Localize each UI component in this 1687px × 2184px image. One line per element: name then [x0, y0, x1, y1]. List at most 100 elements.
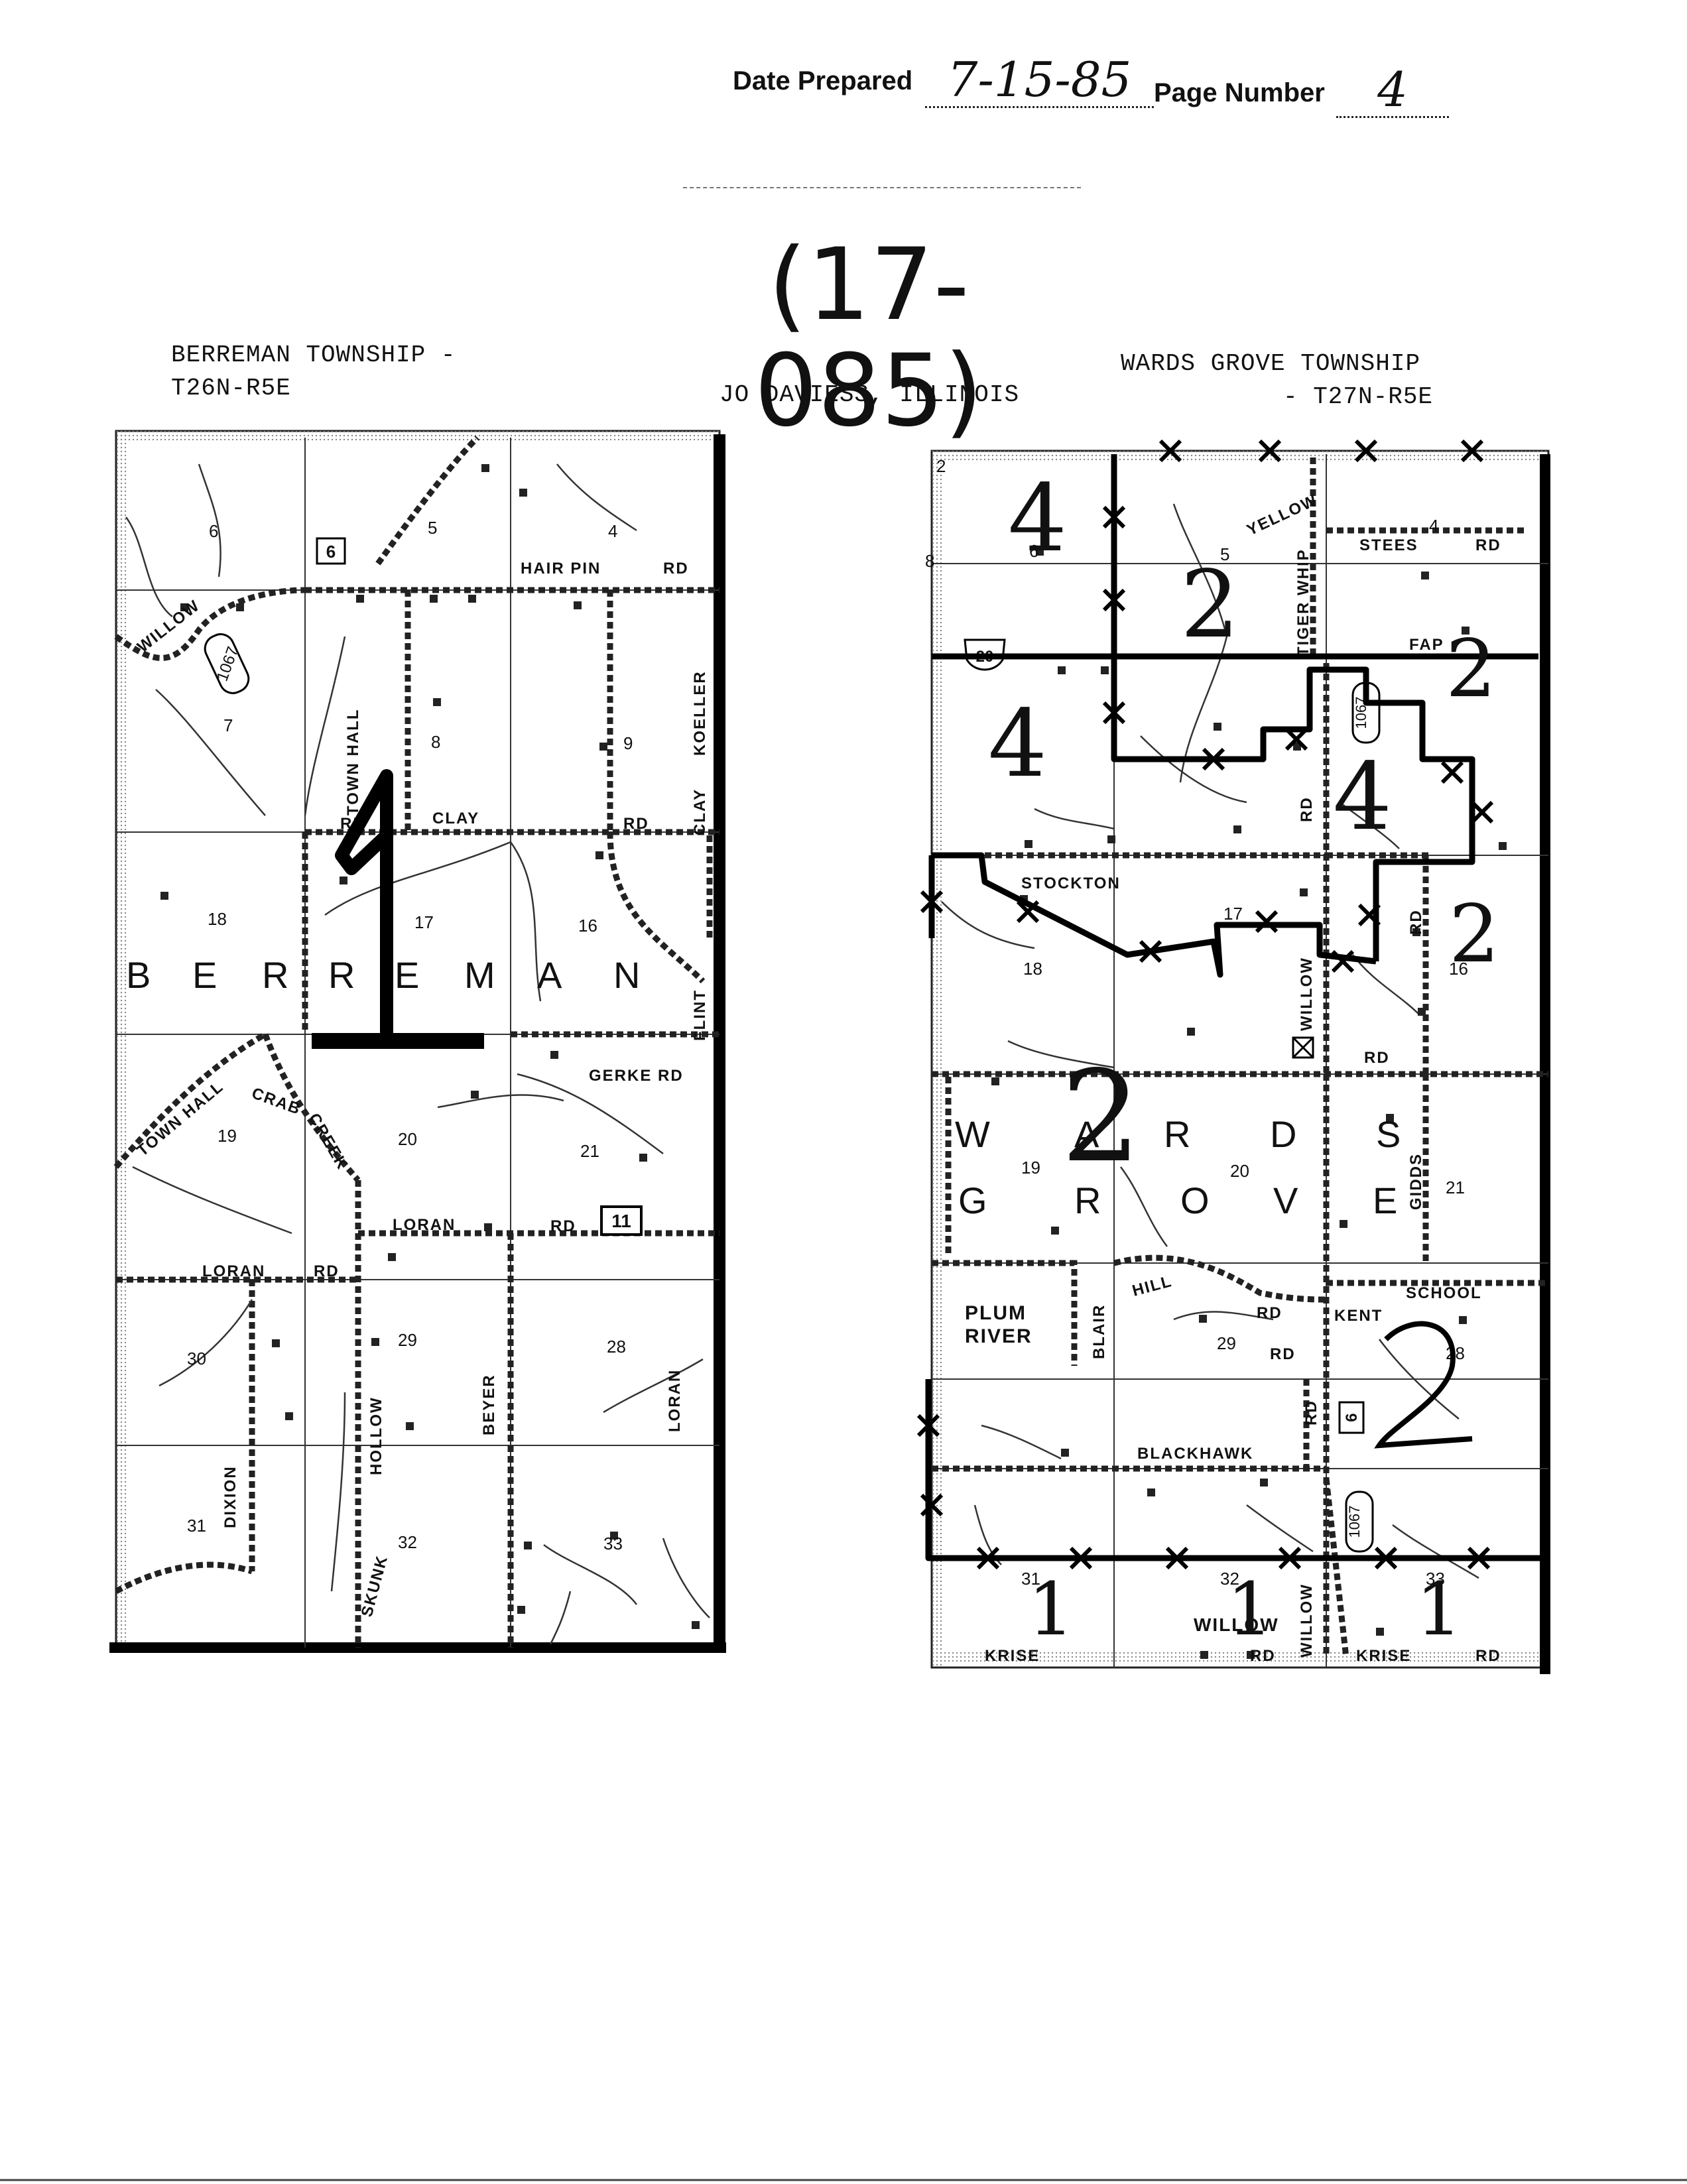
- left-road-koeller: KOELLER: [691, 670, 709, 756]
- left-road-hollow: HOLLOW: [367, 1396, 385, 1475]
- right-section-2: 2: [936, 456, 946, 476]
- right-zone-4-nw: 4: [1008, 465, 1067, 573]
- left-shield-11: 11: [600, 1205, 643, 1236]
- right-road-hill-rd: RD: [1257, 1304, 1282, 1322]
- left-roads: [113, 435, 719, 1648]
- left-township-name: B E R R E M A N: [126, 954, 640, 996]
- left-township-letter-2: E: [192, 954, 217, 996]
- left-section-17: 17: [414, 912, 434, 932]
- left-township-letter-7: A: [537, 954, 562, 996]
- right-township-letter-9: V: [1273, 1180, 1298, 1221]
- right-road-river: RIVER: [965, 1325, 1032, 1347]
- map-code: (17-085): [754, 227, 983, 449]
- right-township-letter-10: E: [1373, 1180, 1397, 1221]
- right-road-krise-west: KRISE: [985, 1647, 1040, 1665]
- right-road-blair: BLAIR: [1090, 1304, 1108, 1359]
- left-road-clay-rd: RD: [623, 815, 649, 833]
- right-road-16-rd: RD: [1407, 909, 1425, 935]
- right-section-6: 6: [1029, 541, 1038, 561]
- right-zone-4-w: 4: [988, 690, 1047, 798]
- left-section-21: 21: [580, 1141, 599, 1161]
- right-road-krise-east: KRISE: [1356, 1647, 1411, 1665]
- left-section-30: 30: [187, 1349, 206, 1368]
- right-section-5: 5: [1220, 544, 1229, 564]
- left-annotation-zone1: [312, 769, 484, 1049]
- center-title: JO DAVIESS, ILLINOIS: [719, 381, 1020, 408]
- right-zone-2-ne-small: 2: [1446, 623, 1496, 715]
- left-map-left-stipple: [116, 431, 128, 1648]
- left-road-flint: FLINT: [691, 989, 709, 1041]
- right-section-32: 32: [1220, 1569, 1239, 1589]
- right-road-fap: FAP: [1409, 636, 1444, 654]
- left-road-beyer: BEYER: [480, 1374, 498, 1435]
- left-section-7: 7: [223, 715, 233, 735]
- right-road-blackhawk: BLACKHAWK: [1137, 1445, 1253, 1463]
- right-road-krise-east-rd: RD: [1475, 1647, 1501, 1665]
- right-township-letter-5: S: [1376, 1113, 1401, 1155]
- page-number-label: Page Number: [1154, 78, 1325, 107]
- right-road-plum: PLUM: [965, 1302, 1027, 1324]
- left-township-letter-1: B: [126, 954, 151, 996]
- right-title-line1: WARDS GROVE TOWNSHIP: [1121, 350, 1421, 377]
- right-road-stees: STEES: [1359, 536, 1418, 554]
- right-road-willow: WILLOW: [1194, 1614, 1279, 1635]
- left-road-loran: LORAN: [393, 1216, 456, 1234]
- left-section-8: 8: [431, 732, 440, 752]
- right-road-stees-rd: RD: [1475, 536, 1501, 554]
- right-map: 2 8 6 5 4 18 17 16 19 20 21 29 28 31 32 …: [916, 439, 1550, 1674]
- right-zone-2-center: 2: [1061, 1044, 1141, 1190]
- right-streams: [941, 503, 1479, 1579]
- right-section-18: 18: [1023, 959, 1042, 979]
- right-section-8: 8: [925, 551, 934, 571]
- right-township-letter-1: W: [955, 1113, 990, 1155]
- left-title-line1: BERREMAN TOWNSHIP -: [171, 341, 456, 369]
- right-road-tiger-whip: TIGER WHIP: [1294, 548, 1312, 656]
- left-shield-1067: 1067: [204, 633, 250, 694]
- right-zone-1-se: 1: [1416, 1567, 1462, 1652]
- page-number-value: 4: [1336, 63, 1449, 118]
- left-shield-6: 6: [316, 537, 346, 565]
- left-road-loran-v: LORAN: [666, 1369, 684, 1432]
- svg-text:1067: 1067: [1346, 1506, 1363, 1538]
- left-houses: [160, 464, 700, 1629]
- right-road-gidds: GIDDS: [1407, 1153, 1425, 1210]
- right-township-letter-8: O: [1180, 1180, 1210, 1221]
- left-map: 6 5 4 7 8 9 18 17 16 19 20 21 30 29 28 3…: [109, 430, 726, 1653]
- right-zone-4-ne: 4: [1333, 743, 1392, 851]
- right-road-kent-rd: RD: [1270, 1345, 1296, 1363]
- right-township-letter-4: D: [1270, 1113, 1296, 1155]
- right-section-20: 20: [1230, 1161, 1249, 1181]
- left-section-6: 6: [209, 521, 218, 541]
- svg-text:11: 11: [611, 1211, 631, 1231]
- left-road-hair-pin-rd: RD: [663, 560, 689, 577]
- right-section-29: 29: [1217, 1333, 1236, 1353]
- left-township-letter-5: E: [395, 954, 419, 996]
- right-zone-2-n: 2: [1180, 551, 1239, 659]
- left-township-letter-3: R: [262, 954, 288, 996]
- right-shield-6: 6: [1338, 1401, 1365, 1434]
- left-township-letter-6: M: [464, 954, 495, 996]
- left-section-20: 20: [398, 1129, 417, 1149]
- right-section-19: 19: [1021, 1158, 1040, 1178]
- left-road-dixion: DIXION: [221, 1465, 239, 1528]
- left-section-4: 4: [608, 521, 617, 541]
- right-zone-1-sw: 1: [1028, 1567, 1074, 1652]
- right-shield-1067-north: 1067: [1351, 682, 1381, 744]
- left-section-9: 9: [623, 733, 633, 753]
- left-section-numbers: 6 5 4 7 8 9 18 17 16 19 20 21 30 29 28 3…: [187, 518, 633, 1553]
- left-township-letter-8: N: [613, 954, 640, 996]
- left-title-line2: T26N-R5E: [171, 375, 291, 402]
- right-road-willow-south: WILLOW: [1298, 1583, 1316, 1658]
- right-township-letter-2: A: [1074, 1113, 1099, 1155]
- right-section-4: 4: [1429, 516, 1438, 536]
- left-section-33: 33: [603, 1534, 623, 1553]
- right-zone-1-s: 1: [1227, 1567, 1273, 1652]
- date-prepared-label: Date Prepared: [733, 66, 913, 95]
- left-route-shields: 1067 6 11: [204, 537, 643, 1236]
- left-section-28: 28: [607, 1337, 626, 1357]
- right-shield-1067-south: 1067: [1345, 1490, 1374, 1553]
- left-road-loran-2: LORAN: [202, 1262, 265, 1280]
- left-section-29: 29: [398, 1330, 417, 1350]
- right-section-numbers: 2 8 6 5 4 18 17 16 19 20 21 29 28 31 32 …: [925, 456, 1468, 1589]
- header-divider: [683, 187, 1081, 188]
